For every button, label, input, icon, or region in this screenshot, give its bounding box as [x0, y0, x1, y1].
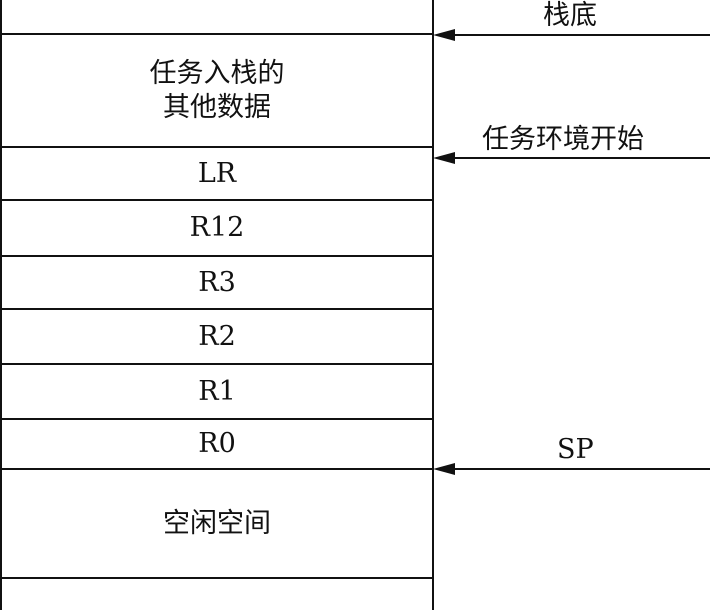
stack-cell-lr: LR: [2, 146, 432, 199]
stack-cell-label: R2: [198, 320, 236, 352]
stack-cell-r2: R2: [2, 308, 432, 363]
stack-bottom-arrow-head: [433, 29, 455, 41]
stack-bottom-label: 栈底: [543, 0, 597, 31]
stack-cell-label: R3: [198, 266, 236, 298]
task-context-arrow-line: [452, 157, 710, 159]
stack-cell-label: 空闲空间: [163, 507, 271, 539]
stack-cell-label: R0: [198, 428, 236, 459]
stack-cell-r1: R1: [2, 363, 432, 418]
sp-label: SP: [557, 434, 594, 465]
stack-cell-label: R1: [198, 375, 236, 407]
stack-cell-r0: R0: [2, 418, 432, 468]
stack-cell-r3: R3: [2, 255, 432, 308]
stack-cell-label: 任务入栈的 其他数据: [149, 57, 285, 123]
sp-arrow-head: [433, 463, 455, 475]
stack-left-border: [0, 0, 2, 610]
stack-bottom-arrow-line: [452, 34, 710, 36]
stack-cell-r12: R12: [2, 199, 432, 255]
stack-right-border: [432, 0, 434, 610]
stack-cell-free-space: 空闲空间: [2, 468, 432, 577]
stack-cell-label: R12: [189, 212, 245, 243]
stack-cell-other-data: 任务入栈的 其他数据: [2, 33, 432, 146]
stack-cell-empty: [2, 577, 432, 610]
stack-cell-label: LR: [197, 157, 237, 189]
task-context-arrow-head: [433, 152, 455, 164]
task-context-start-label: 任务环境开始: [482, 124, 644, 155]
sp-arrow-line: [452, 468, 710, 470]
